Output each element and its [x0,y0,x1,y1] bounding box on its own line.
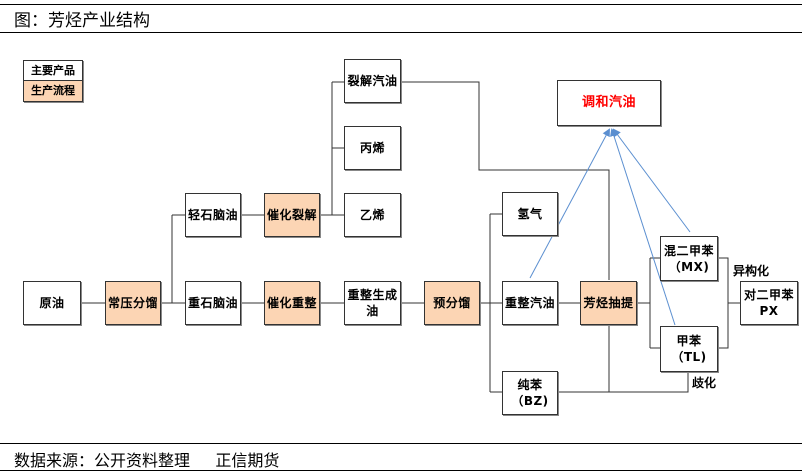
node-atm-distill: 常压分馏 [105,281,161,325]
node-reformed-gasoline: 重整汽油 [502,281,558,325]
node-hydrogen: 氢气 [502,192,558,236]
legend-product: 主要产品 [24,61,82,81]
label-isomerization: 异构化 [733,264,770,278]
arrow-tl-to-blended [610,128,676,326]
node-cat-cracking: 催化裂解 [264,193,320,237]
header-bottom-rule [0,32,802,33]
arrow-reformed-to-blended [529,128,610,279]
node-mixed-xylene: 混二甲苯 （MX) [660,236,718,281]
node-blended-gasoline: 调和汽油 [557,80,661,126]
legend: 主要产品 生产流程 [23,60,83,102]
footer-top-rule [0,443,802,444]
node-light-naphtha: 轻石脑油 [185,193,241,237]
node-benzene: 纯苯（BZ) [502,371,558,415]
connector-cracked-gasoline-extraction [401,81,610,280]
connector-benzene-disproportionation [558,372,689,393]
arrow-mx-to-blended [612,128,691,233]
connector-mx-isomer [718,257,729,349]
node-ethylene: 乙烯 [344,193,401,237]
figure-title: 图：芳烃产业结构 [14,11,150,31]
node-pre-fraction: 预分馏 [424,281,480,325]
node-px: 对二甲苯PX [740,281,798,325]
label-disproportionation: 歧化 [692,376,717,390]
legend-process: 生产流程 [24,81,82,101]
node-cracked-gasoline: 裂解汽油 [344,59,401,103]
footer-bottom-rule [0,470,802,471]
node-reformate: 重整生成油 [344,281,401,325]
node-crude: 原油 [23,281,81,325]
node-propylene: 丙烯 [344,126,401,170]
node-cat-reforming: 催化重整 [264,281,320,325]
header-top-rule [0,4,802,5]
source-note: 数据来源：公开资料整理 正信期货 [14,451,280,470]
node-aromatics-extraction: 芳烃抽提 [580,281,637,325]
node-toluene: 甲苯（TL) [660,326,718,372]
node-heavy-naphtha: 重石脑油 [185,281,241,325]
